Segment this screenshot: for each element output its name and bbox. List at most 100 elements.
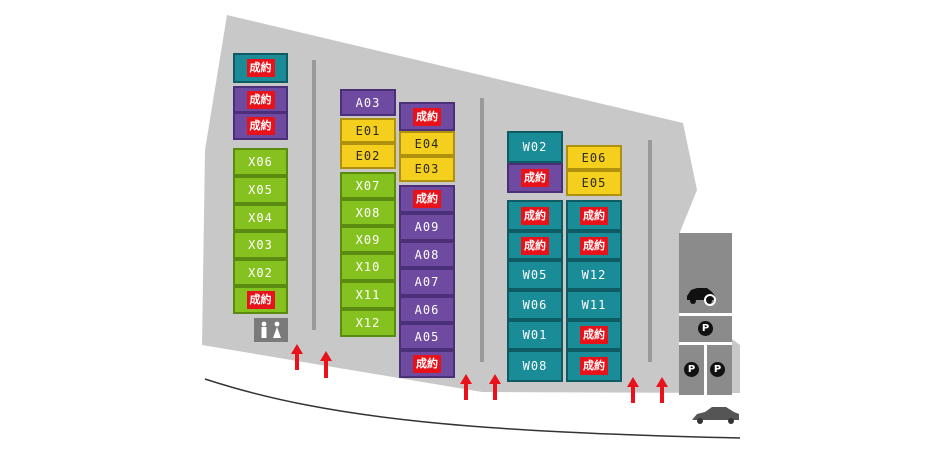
lot-e06[interactable]: E06 [566, 145, 622, 170]
sold-badge: 成約 [246, 291, 275, 309]
sold-badge: 成約 [521, 236, 549, 255]
lot-sold[interactable]: 成約 [233, 112, 288, 140]
lot-label: E04 [414, 136, 440, 151]
lot-label: X02 [248, 265, 273, 280]
up-arrow-icon [489, 374, 501, 400]
road-edge [204, 378, 741, 439]
entrance-arrows [291, 344, 668, 403]
lot-a09[interactable]: A09 [399, 213, 455, 241]
lot-w11[interactable]: W11 [566, 290, 622, 320]
sold-badge: 成約 [580, 236, 608, 255]
lot-label: E03 [414, 162, 440, 176]
lot-sold[interactable]: 成約 [233, 86, 288, 113]
up-arrow-icon [627, 377, 639, 403]
sold-badge: 成約 [413, 355, 441, 373]
parking-stall-divider [704, 345, 707, 395]
parking-sign: P [710, 362, 725, 377]
lot-label: W06 [522, 298, 548, 312]
lot-x05[interactable]: X05 [233, 176, 288, 204]
lot-e02[interactable]: E02 [340, 143, 396, 169]
up-arrow-icon [291, 344, 303, 370]
parking-sign: P [684, 362, 699, 377]
lot-w06[interactable]: W06 [507, 290, 563, 320]
lot-label: W05 [522, 268, 548, 282]
parking-row-divider [679, 313, 732, 316]
lot-a06[interactable]: A06 [399, 296, 455, 323]
lot-w08[interactable]: W08 [507, 350, 563, 382]
lot-label: W01 [522, 328, 548, 342]
sold-badge: 成約 [580, 206, 608, 225]
lot-x07[interactable]: X07 [340, 172, 396, 199]
lot-sold[interactable]: 成約 [566, 231, 622, 260]
sold-badge: 成約 [521, 206, 549, 225]
parking-row-divider [679, 342, 732, 345]
lot-label: X07 [355, 178, 381, 193]
lot-label: X05 [248, 183, 273, 197]
lot-sold[interactable]: 成約 [399, 102, 455, 131]
lot-label: W12 [581, 268, 607, 282]
lot-a03[interactable]: A03 [340, 89, 396, 116]
up-arrow-icon [460, 374, 472, 400]
lot-w01[interactable]: W01 [507, 320, 563, 350]
sold-badge: 成約 [580, 357, 608, 375]
lot-x04[interactable]: X04 [233, 204, 288, 231]
lot-label: W11 [581, 298, 607, 312]
sold-badge: 成約 [246, 90, 275, 109]
lot-label: X06 [248, 155, 273, 169]
lot-x06[interactable]: X06 [233, 148, 288, 176]
lot-sold[interactable]: 成約 [507, 231, 563, 260]
lot-label: W02 [522, 140, 548, 154]
lot-x02[interactable]: X02 [233, 259, 288, 286]
sold-badge: 成約 [521, 169, 549, 187]
lot-w12[interactable]: W12 [566, 260, 622, 290]
lot-x11[interactable]: X11 [340, 281, 396, 309]
lot-label: A07 [414, 275, 440, 289]
lot-x08[interactable]: X08 [340, 199, 396, 226]
lot-sold[interactable]: 成約 [566, 320, 622, 350]
car-service-icon [684, 278, 718, 308]
lot-a07[interactable]: A07 [399, 268, 455, 296]
lot-label: E05 [581, 176, 607, 190]
lot-sold[interactable]: 成約 [507, 163, 563, 193]
lot-x03[interactable]: X03 [233, 231, 288, 259]
lot-x09[interactable]: X09 [340, 226, 396, 253]
lot-sold[interactable]: 成約 [566, 350, 622, 382]
sold-badge: 成約 [246, 117, 275, 135]
lot-label: X04 [248, 210, 273, 225]
lot-w02[interactable]: W02 [507, 131, 563, 163]
lot-label: X09 [355, 232, 381, 247]
restroom-icon [254, 318, 288, 342]
parking-sign: P [698, 321, 713, 336]
lot-e03[interactable]: E03 [399, 156, 455, 182]
lot-e01[interactable]: E01 [340, 118, 396, 143]
lot-label: W08 [522, 359, 548, 373]
lot-label: A08 [414, 247, 440, 262]
lot-sold[interactable]: 成約 [233, 286, 288, 314]
sold-badge: 成約 [413, 107, 441, 126]
lot-sold[interactable]: 成約 [507, 200, 563, 231]
lot-x10[interactable]: X10 [340, 253, 396, 281]
lot-label: X12 [355, 316, 381, 330]
lot-label: X11 [355, 288, 381, 302]
lot-label: E01 [355, 123, 381, 138]
sold-badge: 成約 [246, 59, 275, 77]
lot-w05[interactable]: W05 [507, 260, 563, 290]
sold-badge: 成約 [413, 190, 441, 208]
lot-sold[interactable]: 成約 [399, 185, 455, 213]
lot-label: A06 [414, 302, 440, 317]
lot-e05[interactable]: E05 [566, 170, 622, 196]
lot-label: A03 [355, 95, 381, 110]
lot-a08[interactable]: A08 [399, 241, 455, 268]
lot-sold[interactable]: 成約 [566, 200, 622, 231]
lot-sold[interactable]: 成約 [399, 350, 455, 378]
lot-label: X10 [355, 260, 381, 274]
lot-a05[interactable]: A05 [399, 323, 455, 350]
lot-sold[interactable]: 成約 [233, 53, 288, 83]
lot-label: E02 [355, 149, 381, 163]
lot-e04[interactable]: E04 [399, 131, 455, 156]
sold-badge: 成約 [580, 326, 608, 344]
lot-x12[interactable]: X12 [340, 309, 396, 337]
lot-label: X03 [248, 238, 273, 252]
